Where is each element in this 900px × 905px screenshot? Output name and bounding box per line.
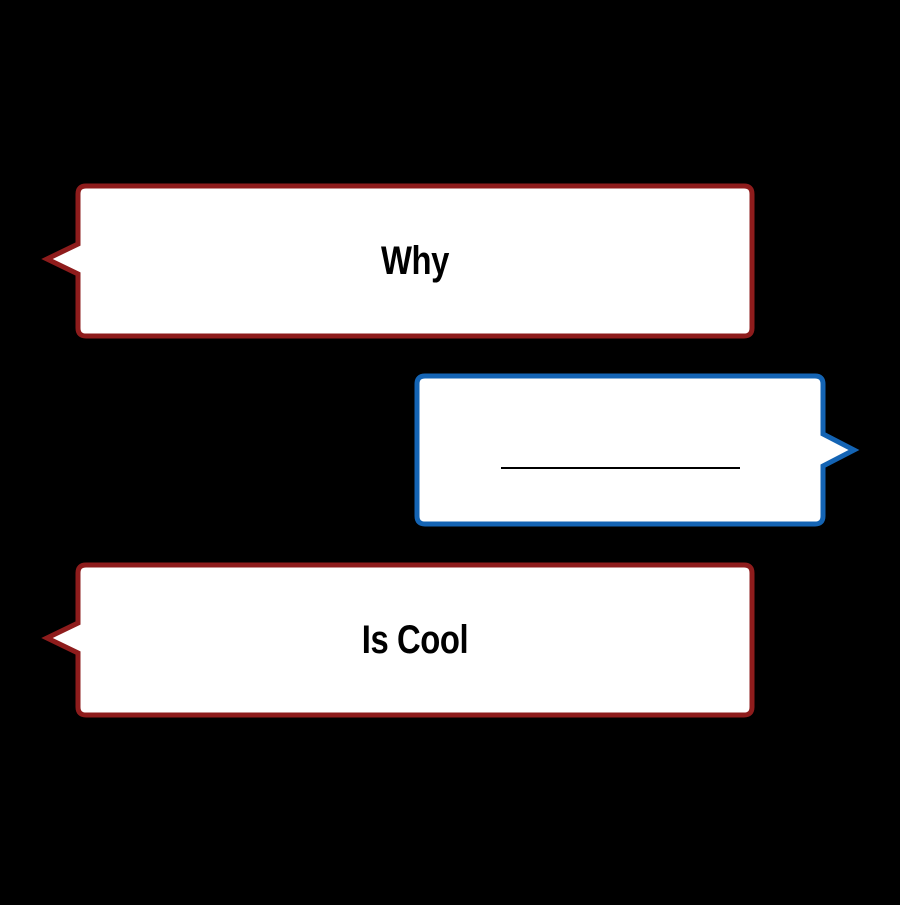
speech-bubble-top <box>41 183 755 339</box>
speech-bubble-bottom <box>41 562 755 718</box>
bubble-text-is-cool: Is Cool <box>361 617 469 662</box>
fill-in-blank-line <box>501 467 740 469</box>
speech-bubble-middle <box>414 373 860 527</box>
bubble-text-why: Why <box>380 238 450 283</box>
